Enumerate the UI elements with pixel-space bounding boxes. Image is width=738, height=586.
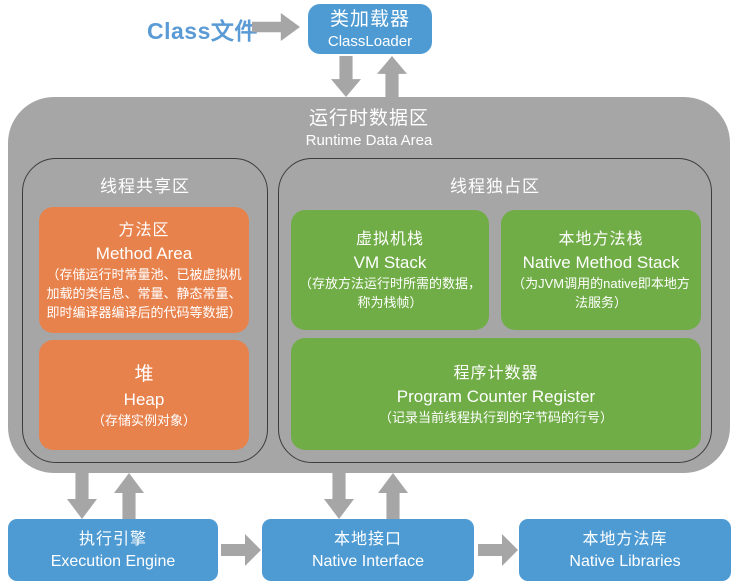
- method-area-en: Method Area: [95, 243, 193, 263]
- method-area-zh: 方法区: [118, 221, 170, 239]
- program-counter-zh: 程序计数器: [453, 364, 539, 382]
- method-area-desc: （存储运行时常量池、已被虚拟机加载的类信息、常量、静态常量、即时编译器编译后的代…: [46, 266, 242, 320]
- runtime-title-zh: 运行时数据区: [308, 108, 429, 129]
- native-method-stack-desc: （为JVM调用的native即本地方法服务）: [512, 276, 690, 310]
- native-interface-zh: 本地接口: [333, 531, 402, 548]
- vm-stack-block: 虚拟机栈 VM Stack （存放方法运行时所需的数据，称为栈帧）: [291, 210, 489, 330]
- native-libraries-en: Native Libraries: [569, 553, 681, 570]
- execution-engine-zh: 执行引擎: [78, 531, 147, 548]
- native-libraries-box: 本地方法库 Native Libraries: [519, 519, 731, 581]
- arrow-down-icon: [331, 56, 361, 97]
- heap-desc: （存储实例对象）: [91, 412, 196, 428]
- heap-zh: 堆: [134, 363, 154, 385]
- program-counter-en: Program Counter Register: [396, 386, 596, 406]
- heap-en: Heap: [123, 389, 165, 409]
- thread-shared-panel: 线程共享区 方法区 Method Area （存储运行时常量池、已被虚拟机加载的…: [22, 158, 268, 463]
- native-interface-en: Native Interface: [311, 553, 425, 570]
- arrow-right-icon: [478, 534, 518, 566]
- method-area-block: 方法区 Method Area （存储运行时常量池、已被虚拟机加载的类信息、常量…: [39, 207, 249, 333]
- arrow-up-icon: [114, 473, 144, 519]
- runtime-title-en: Runtime Data Area: [305, 132, 433, 149]
- class-loader-title-en: ClassLoader: [327, 33, 413, 50]
- arrow-up-icon: [378, 473, 408, 519]
- runtime-data-area-title: 运行时数据区 Runtime Data Area: [8, 106, 730, 151]
- execution-engine-en: Execution Engine: [50, 553, 176, 570]
- class-loader-box: 类加载器 ClassLoader: [308, 4, 432, 54]
- program-counter-desc: （记录当前线程执行到的字节码的行号）: [378, 409, 613, 425]
- native-interface-box: 本地接口 Native Interface: [262, 519, 474, 581]
- native-method-stack-block: 本地方法栈 Native Method Stack （为JVM调用的native…: [501, 210, 701, 330]
- thread-shared-title: 线程共享区: [100, 177, 190, 196]
- class-file-label: Class文件: [147, 18, 258, 44]
- heap-block: 堆 Heap （存储实例对象）: [39, 340, 249, 450]
- vm-stack-desc: （存放方法运行时所需的数据，称为栈帧）: [298, 276, 481, 310]
- native-method-stack-en: Native Method Stack: [522, 253, 680, 272]
- arrow-down-icon: [67, 473, 97, 519]
- arrow-down-icon: [324, 473, 354, 519]
- arrow-right-icon: [221, 534, 261, 566]
- native-method-stack-zh: 本地方法栈: [558, 231, 644, 248]
- arrow-up-icon: [377, 56, 407, 97]
- thread-exclusive-title: 线程独占区: [450, 177, 540, 196]
- vm-stack-zh: 虚拟机栈: [355, 231, 424, 248]
- vm-stack-en: VM Stack: [353, 253, 427, 272]
- class-loader-title-zh: 类加载器: [329, 9, 410, 30]
- execution-engine-box: 执行引擎 Execution Engine: [8, 519, 218, 581]
- arrow-right-icon: [252, 13, 300, 41]
- thread-exclusive-panel: 线程独占区 虚拟机栈 VM Stack （存放方法运行时所需的数据，称为栈帧） …: [278, 158, 712, 463]
- runtime-data-area-panel: 运行时数据区 Runtime Data Area 线程共享区 方法区 Metho…: [8, 97, 730, 473]
- native-libraries-zh: 本地方法库: [582, 531, 668, 548]
- program-counter-block: 程序计数器 Program Counter Register （记录当前线程执行…: [291, 338, 701, 450]
